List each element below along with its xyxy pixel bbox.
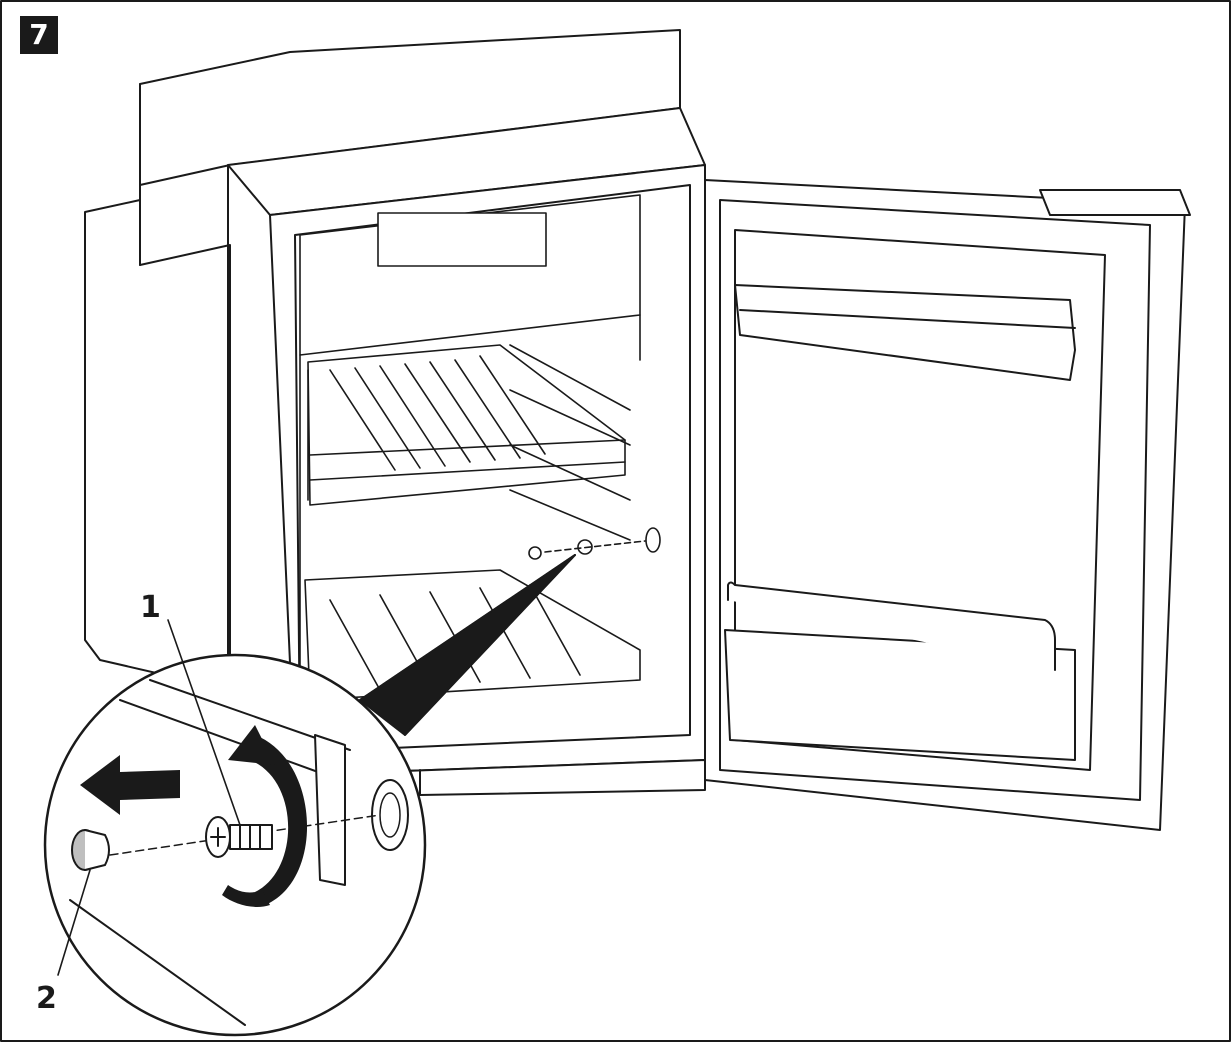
interior-details [299,194,661,746]
cap-icon [71,829,110,871]
callout-label-screw: 1 [140,590,161,625]
pull-arrow-icon [80,755,180,815]
screw-icon [205,816,273,858]
rotate-arrow-icon [222,725,308,907]
step-number-badge: 7 [20,16,58,54]
callout-label-cap: 2 [36,981,57,1016]
zoom-lines [359,554,576,736]
leader-line-1 [167,619,241,826]
refrigerator-door [704,179,1191,831]
leader-line-2 [57,869,91,976]
